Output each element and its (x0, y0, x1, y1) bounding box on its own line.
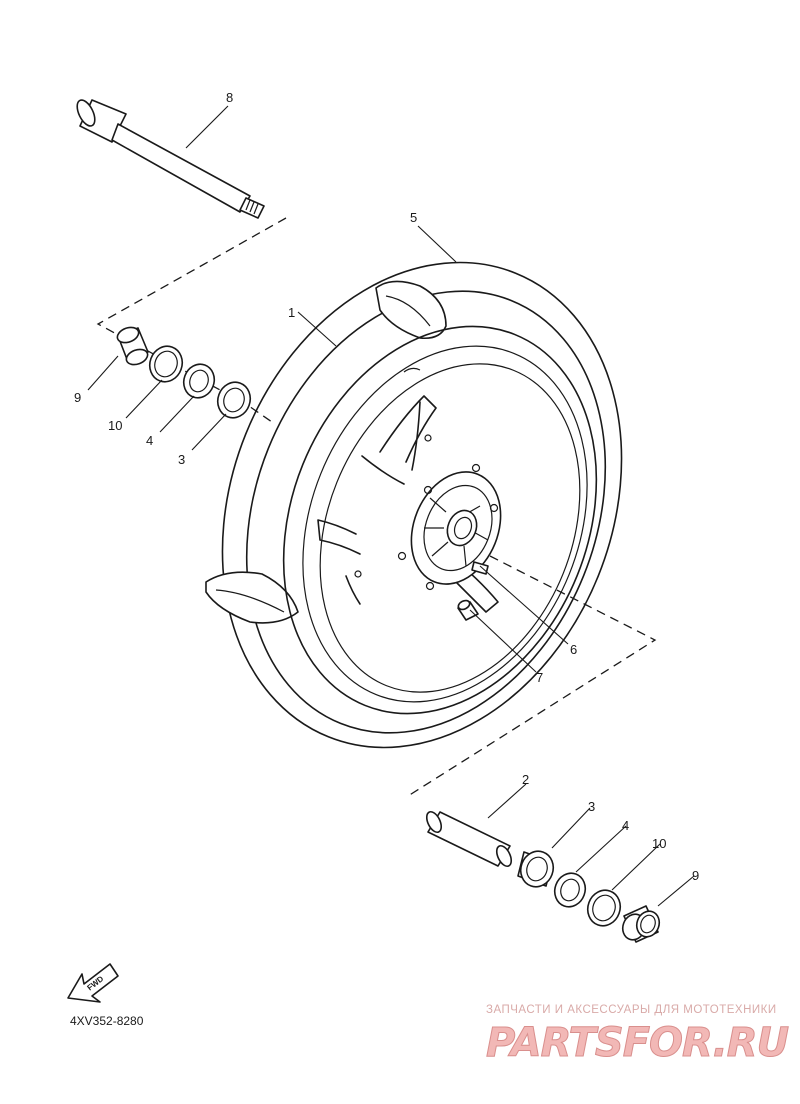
left-bearing-part-4 (182, 363, 216, 399)
watermark-logo: PARTSFOR.RU (485, 1020, 789, 1067)
balance-weight-part-6 (471, 561, 489, 575)
callout-5: 5 (410, 210, 417, 225)
callout-4-right: 4 (622, 818, 629, 833)
wheel-part-1 (282, 325, 598, 715)
fwd-arrow-icon: FWD (67, 963, 119, 1003)
right-oil-seal-part-10 (586, 889, 622, 927)
front-axle-part-8 (76, 99, 265, 219)
callout-7: 7 (536, 670, 543, 685)
watermark-tagline: ЗАПЧАСТИ И АКСЕССУАРЫ ДЛЯ МОТОТЕХНИКИ (486, 1004, 777, 1016)
callout-8: 8 (226, 90, 233, 105)
callout-3-right: 3 (588, 799, 595, 814)
callout-9-left: 9 (74, 390, 81, 405)
right-bearing-part-4 (553, 872, 587, 908)
callout-6: 6 (570, 642, 577, 657)
left-bearing-part-3 (216, 381, 252, 419)
spacer-part-2 (425, 810, 513, 868)
callout-2: 2 (522, 772, 529, 787)
leader-lines (87, 105, 695, 907)
callout-10-left: 10 (108, 418, 122, 433)
left-oil-seal-part-10 (148, 345, 184, 383)
tire-part-5 (205, 261, 623, 749)
callout-1: 1 (288, 305, 295, 320)
diagram-part-code: 4XV352-8280 (70, 1014, 144, 1028)
valve-part-7 (457, 599, 479, 621)
callouts: 8 5 1 9 10 4 3 6 7 2 3 4 10 9 (74, 90, 699, 883)
alignment-lines (96, 217, 657, 797)
callout-3-left: 3 (178, 452, 185, 467)
left-collar-part-9 (116, 326, 149, 366)
callout-4-left: 4 (146, 433, 153, 448)
callout-10-right: 10 (652, 836, 666, 851)
right-collar-part-9 (621, 905, 661, 943)
callout-9-right: 9 (692, 868, 699, 883)
right-bearing-part-3 (517, 850, 555, 888)
